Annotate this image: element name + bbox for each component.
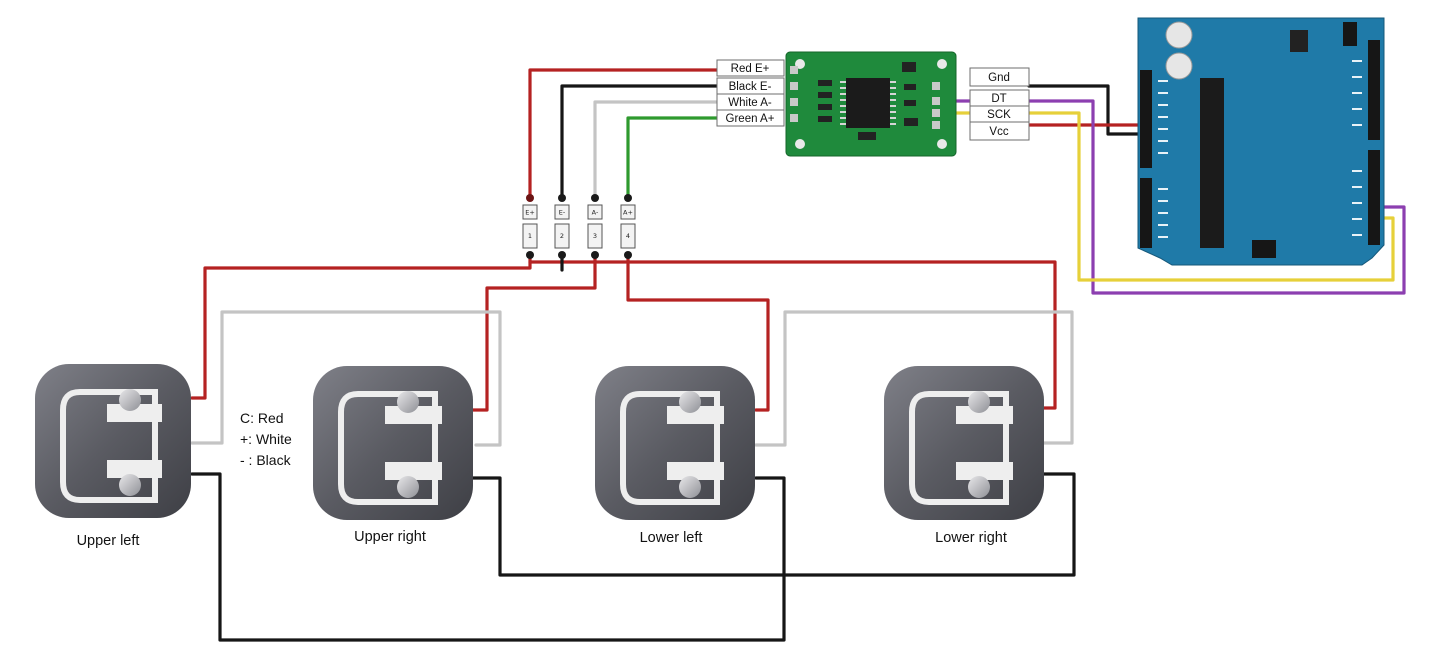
connector-1-top: E+	[525, 209, 535, 217]
pin-label-gnd: Gnd	[988, 72, 1010, 84]
arduino-chip	[1290, 30, 1308, 52]
label-lower-left: Lower left	[640, 530, 703, 546]
hx711-hole	[937, 59, 947, 69]
wires	[190, 68, 1406, 642]
wire-white-ll-lr	[754, 310, 1074, 447]
arduino-header	[1368, 40, 1380, 140]
hx711-hole	[937, 139, 947, 149]
arduino-capacitor	[1165, 21, 1193, 49]
connector-4-top: A+	[623, 209, 633, 217]
arduino-header	[1140, 70, 1152, 168]
hx711-left-pads	[790, 66, 798, 122]
connector-4-bottom: 4	[626, 232, 630, 240]
arduino-top-header	[1343, 22, 1357, 46]
pin-label-sck: SCK	[987, 109, 1011, 121]
connector-2-bottom: 2	[560, 232, 564, 240]
connector-block: E+ 1 E- 2 A- 3 A+ 4	[522, 194, 636, 259]
pin-label-vcc: Vcc	[989, 126, 1008, 138]
connector-3-top: A-	[592, 209, 599, 217]
wire-green-a-plus	[626, 116, 719, 200]
arduino-header	[1140, 178, 1152, 248]
legend-red: C: Red	[240, 410, 284, 426]
arduino-microcontroller	[1200, 78, 1224, 248]
arduino-capacitor	[1165, 52, 1193, 80]
wire-sck	[1027, 111, 1395, 282]
hx711-hole	[795, 139, 805, 149]
label-upper-left: Upper left	[77, 533, 140, 549]
pin-label-red-e-plus: Red E+	[731, 63, 770, 75]
wire-red-e-plus	[528, 68, 719, 200]
load-cell-upper-left	[35, 364, 191, 518]
connector-1: E+ 1	[522, 194, 538, 259]
arduino-board	[1137, 17, 1385, 266]
pin-label-green-a-plus: Green A+	[726, 113, 775, 125]
pin-label-black-e-minus: Black E-	[729, 81, 772, 93]
hx711-right-pads	[932, 82, 940, 129]
pin-label-dt: DT	[991, 93, 1006, 105]
hx711-chip	[846, 78, 890, 128]
hx711-right-labels: Gnd DT SCK Vcc	[969, 67, 1030, 141]
wire-gnd	[1027, 84, 1150, 136]
load-cell-lower-right	[884, 366, 1044, 520]
connector-2-top: E-	[559, 209, 566, 217]
wire-e-plus-upper-left	[190, 253, 532, 400]
wire-white-ul-ur	[190, 310, 502, 447]
pin-label-white-a-minus: White A-	[728, 97, 772, 109]
label-upper-right: Upper right	[354, 529, 426, 545]
wire-black-e-minus	[560, 84, 719, 200]
connector-2: E- 2	[554, 194, 570, 259]
wire-black-ur-lr	[470, 472, 1076, 577]
legend-white: +: White	[240, 431, 292, 447]
load-cell-lower-left	[595, 366, 755, 520]
connector-1-bottom: 1	[528, 232, 532, 240]
load-cell-upper-right	[313, 366, 473, 520]
arduino-header	[1368, 150, 1380, 245]
hx711-left-labels: Red E+ Black E- White A- Green A+	[716, 59, 785, 127]
legend-black: - : Black	[240, 452, 292, 468]
wire-e-plus-lower-right	[528, 260, 1057, 410]
connector-4: A+ 4	[620, 194, 636, 259]
hx711-chip-legs	[840, 81, 896, 125]
arduino-icsp-header	[1252, 240, 1276, 258]
hx711-module: Red E+ Black E- White A- Green A+ Gnd DT…	[716, 51, 1030, 157]
wire-legend: C: Red +: White - : Black	[240, 410, 292, 468]
wire-a-plus-lower-left	[626, 253, 770, 412]
wire-dt	[1027, 99, 1406, 295]
arduino-pin-markings	[1158, 60, 1362, 238]
wire-a-minus-upper-right	[470, 253, 597, 412]
label-lower-right: Lower right	[935, 530, 1007, 546]
connector-3-bottom: 3	[593, 232, 597, 240]
connector-3: A- 3	[587, 194, 603, 259]
wire-white-a-minus	[593, 100, 719, 200]
arduino-pcb	[1137, 17, 1385, 266]
wire-black-ul-ll	[190, 472, 786, 642]
hx711-components	[818, 62, 918, 140]
